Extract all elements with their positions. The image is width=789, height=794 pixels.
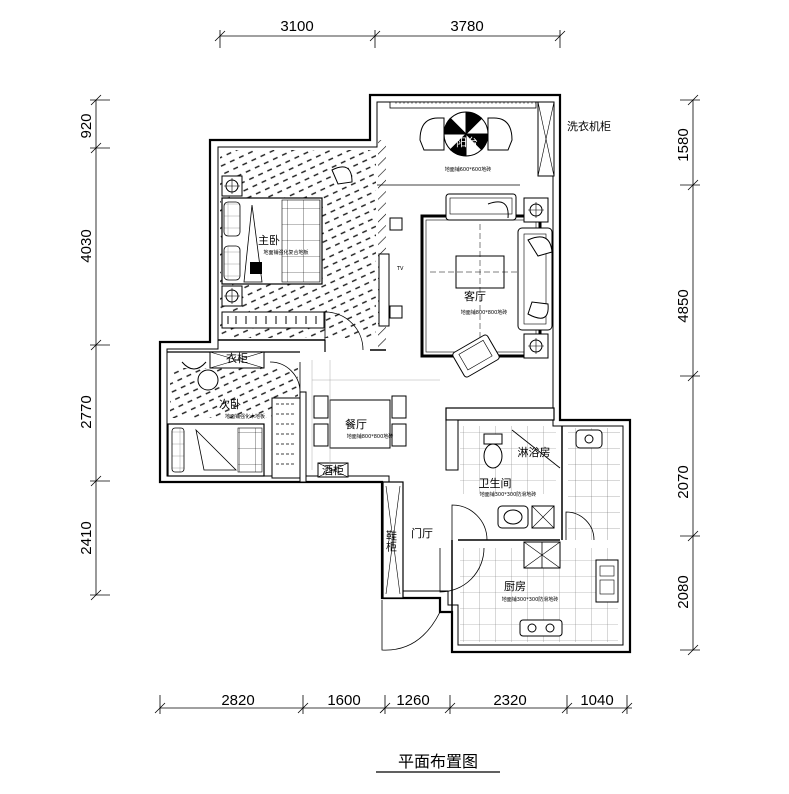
- label-laundry-cabinet: 洗衣机柜: [567, 119, 611, 133]
- dim-bottom-4: 2320: [493, 692, 526, 709]
- room-label-shower-room: 淋浴房: [518, 446, 551, 459]
- floor-note-kitchen: 地面铺300*300防滑地砖: [502, 596, 559, 603]
- room-label-master-bedroom: 主卧: [258, 234, 280, 247]
- dim-top-2: 3780: [450, 18, 483, 35]
- master-bedroom-furniture: [220, 150, 403, 338]
- dim-right-3: 2070: [675, 465, 692, 498]
- room-label-foyer: 门厅: [411, 526, 433, 540]
- floor-note-master-bedroom: 地面铺强化复合地板: [263, 249, 308, 256]
- doors: [269, 311, 595, 651]
- dim-right-2: 4850: [675, 289, 692, 322]
- dim-right-4: 2080: [675, 575, 692, 608]
- dim-left-4: 2410: [78, 521, 95, 554]
- floor-notes: 地面铺600*600地砖 地面铺强化复合地板 地面铺800*800地砖 地面铺强…: [225, 166, 558, 603]
- floor-note-bathroom: 地面铺300*300防滑地砖: [480, 491, 537, 498]
- dimension-labels: 3100 3780 920 4030 2770 2410 1580 4850 2…: [78, 18, 692, 709]
- wall-hatch: [378, 140, 386, 350]
- label-shoe-cabinet: 鞋柜: [385, 529, 398, 553]
- dim-top-1: 3100: [280, 18, 313, 35]
- dim-bottom-5: 1040: [580, 692, 613, 709]
- bathroom-fixtures: [460, 426, 620, 540]
- label-wine-cabinet: 酒柜: [322, 464, 344, 477]
- living-room-furniture: [420, 193, 553, 378]
- room-label-balcony: 阳台: [456, 135, 478, 149]
- dim-left-3: 2770: [78, 395, 95, 428]
- room-label-bathroom: 卫生间: [479, 476, 512, 490]
- floor-note-living-room: 地面铺800*800地砖: [461, 309, 508, 316]
- dim-bottom-1: 2820: [221, 692, 254, 709]
- dimension-lines: [90, 30, 700, 714]
- kitchen-fixtures: [460, 541, 619, 642]
- room-label-dining-room: 餐厅: [345, 417, 367, 431]
- room-label-living-room: 客厅: [464, 289, 486, 303]
- dim-left-2: 4030: [78, 229, 95, 262]
- floor-note-dining-room: 地面铺800*800地砖: [347, 433, 394, 440]
- walls: [158, 93, 632, 654]
- dim-left-1: 920: [78, 113, 95, 138]
- label-tv: TV: [396, 266, 404, 272]
- dim-bottom-3: 1260: [396, 692, 429, 709]
- floor-note-balcony: 地面铺600*600地砖: [445, 166, 492, 173]
- room-label-kitchen: 厨房: [504, 580, 526, 593]
- dining-furniture: [311, 360, 440, 478]
- dim-right-1: 1580: [675, 128, 692, 161]
- drawing-title: 平面布置图: [398, 752, 478, 771]
- floor-note-second-bedroom: 地面铺强化木地板: [225, 413, 265, 420]
- balcony-furniture: [419, 101, 555, 177]
- second-bedroom-furniture: [167, 351, 301, 479]
- label-wardrobe: 衣柜: [226, 351, 248, 365]
- room-labels: 阳台 洗衣机柜 主卧 客厅 次卧 餐厅 卫生间 淋浴房 厨房 门厅 衣柜 酒柜 …: [219, 119, 611, 593]
- room-label-second-bedroom: 次卧: [219, 397, 241, 411]
- dim-bottom-2: 1600: [327, 692, 360, 709]
